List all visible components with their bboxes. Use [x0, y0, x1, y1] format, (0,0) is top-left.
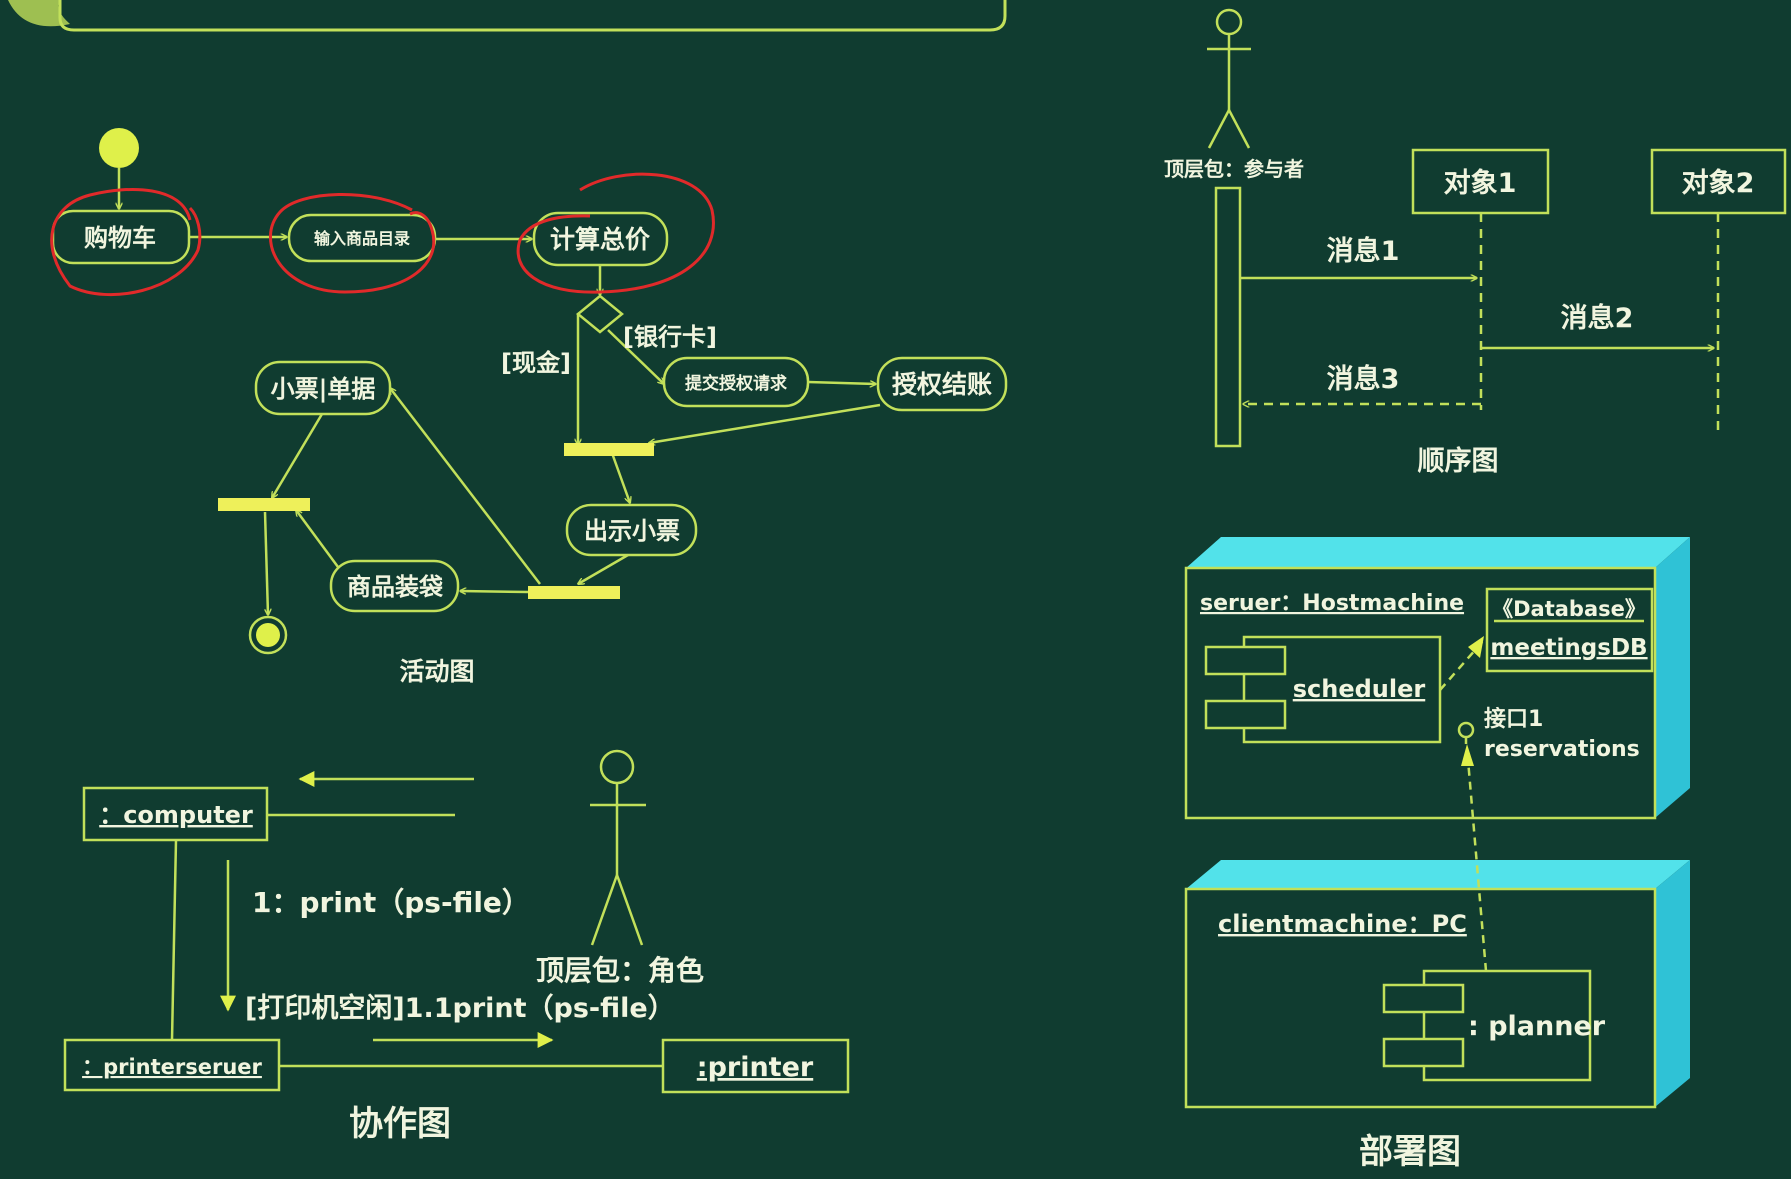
printerserver-label: ：printerseruer [82, 1055, 262, 1079]
initial-node [99, 128, 139, 168]
message-1-label: 消息1 [1327, 235, 1400, 267]
activity-caption: 活动图 [399, 657, 474, 686]
client-node-label: clientmachine：PC [1218, 910, 1467, 938]
activity-diagram [51, 128, 1008, 655]
activity-node-authorize [876, 356, 1008, 412]
object-1-label: 对象1 [1444, 167, 1517, 199]
activity-node-show-receipt [565, 503, 698, 557]
server-node-label: seruer：Hostmachine [1200, 591, 1464, 616]
sequence-actor-name: 顶层包：参与者 [1164, 157, 1304, 181]
sequence-actor-figure [1207, 8, 1251, 149]
label-cart: 购物车 [84, 224, 156, 252]
message-2-label: 消息2 [1561, 302, 1634, 334]
deployment-labels: seruer：Hostmachine clientmachine：PC sche… [1200, 591, 1648, 1172]
printer-label: :printer [697, 1052, 814, 1083]
final-node [248, 615, 288, 655]
guard-bank-card: [银行卡] [623, 323, 717, 351]
collaboration-message-1: 1：print（ps-file） [252, 886, 530, 919]
activity-labels: 购物车 输入商品目录 计算总价 提交授权请求 授权结账 出示小票 商品装袋 小票… [84, 224, 992, 686]
collaboration-message-2: [打印机空闲]1.1print（ps-file） [245, 992, 675, 1024]
collaboration-caption: 协作图 [349, 1104, 451, 1144]
computer-label: ：computer [99, 801, 253, 829]
db-name-label: meetingsDB [1490, 635, 1647, 661]
interface-name: reservations [1484, 737, 1640, 762]
client-node [1184, 860, 1690, 1109]
scheduler-label: scheduler [1293, 675, 1426, 703]
annotation-circles [50, 172, 715, 297]
sync-bar-join [564, 443, 654, 456]
interface-lollipop [1457, 721, 1475, 739]
object-2-label: 对象2 [1682, 167, 1755, 199]
sync-bar-fork [528, 586, 620, 599]
planner-component [1422, 969, 1592, 1082]
message-3-label: 消息3 [1327, 363, 1400, 395]
decision-node [576, 294, 624, 334]
label-show-receipt: 出示小票 [584, 517, 680, 545]
activity-node-bagging [329, 559, 460, 613]
collaboration-diagram [63, 749, 850, 1094]
planner-label: : planner [1468, 1011, 1606, 1042]
label-receipt: 小票|单据 [271, 375, 376, 403]
sequence-diagram [1207, 8, 1787, 448]
collaboration-actor-name: 顶层包：角色 [536, 954, 704, 987]
guard-cash: [现金] [501, 349, 571, 377]
database-box [1485, 587, 1654, 673]
label-bagging: 商品装袋 [347, 573, 444, 601]
collaboration-actor-figure [590, 749, 646, 946]
sequence-labels: 顶层包：参与者 对象1 对象2 消息1 消息2 消息3 顺序图 [1164, 157, 1754, 477]
server-node [1184, 537, 1690, 820]
activation-bar [1214, 186, 1242, 448]
db-stereotype-label: 《Database》 [1492, 597, 1646, 621]
sync-bar-final [218, 498, 310, 511]
deployment-diagram [1184, 537, 1690, 1109]
deployment-caption: 部署图 [1359, 1132, 1461, 1172]
sequence-caption: 顺序图 [1418, 445, 1499, 477]
label-authorize: 授权结账 [892, 370, 992, 399]
label-submit-auth: 提交授权请求 [685, 373, 787, 394]
interface-label: 接口1 [1484, 707, 1543, 732]
title-frame [8, 0, 1007, 32]
label-enter-catalog: 输入商品目录 [314, 229, 410, 248]
label-total: 计算总价 [550, 225, 651, 254]
collaboration-labels: ：computer ：printerseruer :printer 顶层包：角色… [82, 801, 814, 1144]
